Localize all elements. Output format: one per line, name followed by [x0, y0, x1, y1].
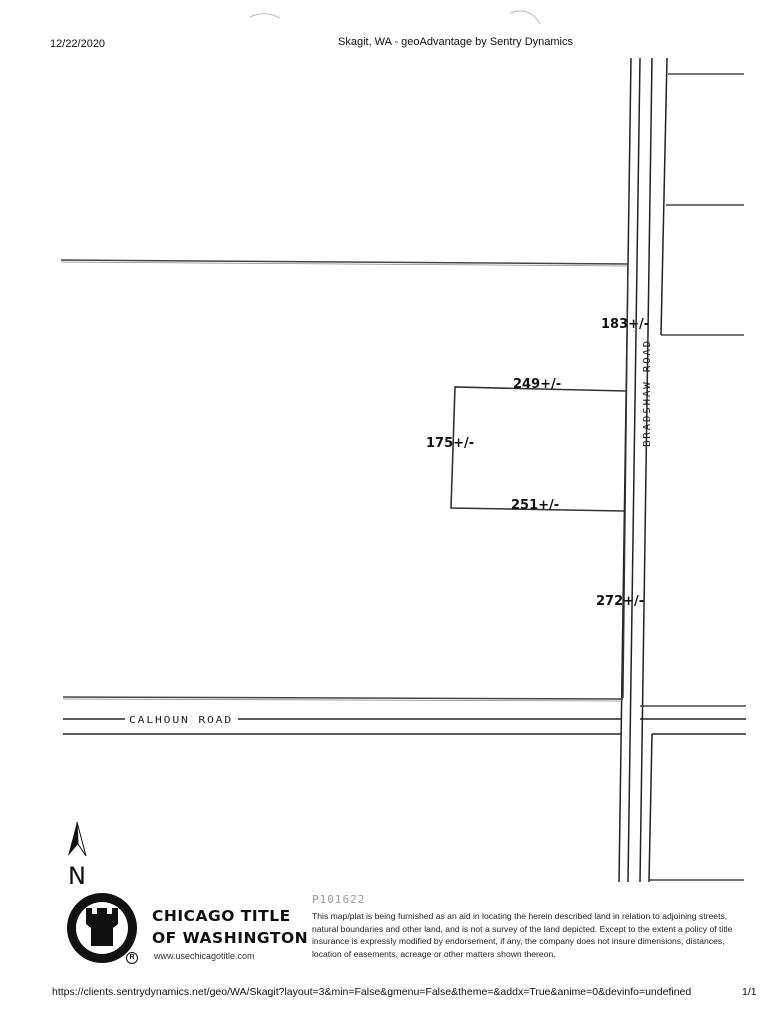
bradshaw-road-east-edge: [639, 57, 653, 883]
dimension-label-175: 175+/-: [426, 436, 474, 451]
scan-mark: [509, 10, 541, 25]
disclaimer-text: This map/plat is being furnished as an a…: [312, 911, 733, 959]
bradshaw-road-east-row-line: [660, 57, 668, 336]
scan-mark: [249, 13, 281, 19]
company-website: www.usechicagotitle.com: [154, 951, 255, 961]
chicago-title-logo-icon: [67, 893, 137, 963]
dimension-label-272: 272+/-: [596, 594, 644, 609]
subject-parcel-outline: [450, 386, 627, 512]
company-name-line2: OF WASHINGTON: [152, 929, 309, 947]
north-parcel-boundary-shadow: [60, 261, 629, 267]
calhoun-road-label: CALHOUN ROAD: [129, 715, 233, 726]
registered-mark-icon: R: [126, 952, 138, 964]
south-parcel-boundary-shadow: [62, 698, 624, 702]
south-parcel-boundary: [62, 696, 624, 700]
west-row-frontage-line: [622, 263, 629, 699]
print-date: 12/22/2020: [50, 38, 106, 50]
dimension-label-249: 249+/-: [513, 377, 561, 392]
footer-url: https://clients.sentrydynamics.net/geo/W…: [52, 986, 692, 998]
parcel-id: P101622: [312, 893, 366, 906]
bradshaw-road-label: BRADSHAW ROAD: [642, 339, 653, 447]
dimension-label-183: 183+/-: [601, 317, 649, 332]
north-arrow-icon: N: [68, 821, 87, 890]
dimension-label-251: 251+/-: [511, 498, 559, 513]
page-title: Skagit, WA - geoAdvantage by Sentry Dyna…: [338, 36, 573, 48]
company-name-line1: CHICAGO TITLE: [152, 907, 291, 925]
east-corner-line: [648, 733, 653, 883]
north-arrow-label: N: [68, 862, 86, 890]
bradshaw-road-centerline: [627, 57, 641, 883]
north-parcel-boundary: [60, 259, 629, 265]
page-number: 1/1: [742, 986, 757, 998]
